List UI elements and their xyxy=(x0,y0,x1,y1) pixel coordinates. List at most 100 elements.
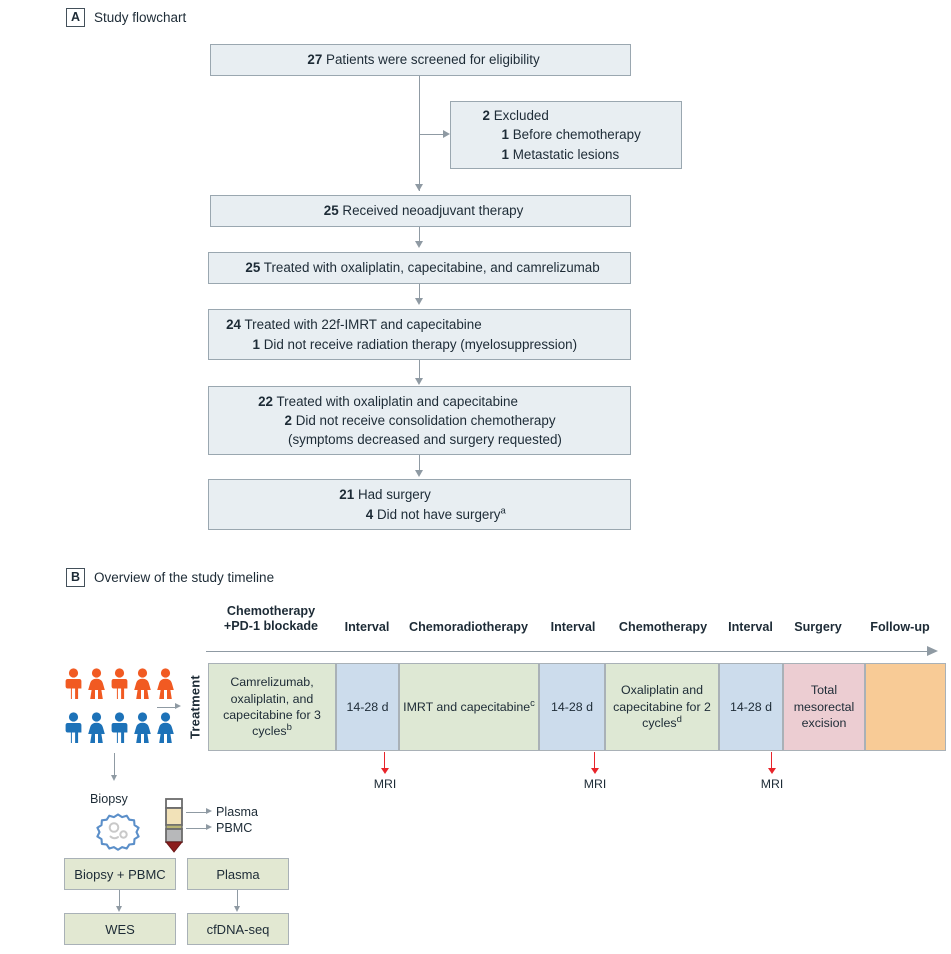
timeline-cell-induction: Camrelizumab, oxaliplatin, and capecitab… xyxy=(208,663,336,751)
timeline-cell-interval-2: 14-28 d xyxy=(539,663,605,751)
workflow-box-plasma: Plasma xyxy=(187,858,289,890)
connector-4-5 xyxy=(419,284,421,301)
flow-line: 2 Excluded xyxy=(473,106,549,125)
flow-text: Received neoadjuvant therapy xyxy=(342,203,524,219)
tube-output-plasma-label: Plasma xyxy=(216,805,258,819)
flow-count: 25 xyxy=(323,203,339,219)
phase-header-line2: Interval xyxy=(728,620,773,634)
timeline-cell-interval-3: 14-28 d xyxy=(719,663,783,751)
timeline-cell-followup xyxy=(865,663,946,751)
phase-header-line2: +PD-1 blockade xyxy=(223,619,319,634)
flow-text: Had surgery xyxy=(357,487,431,503)
phase-header-interval-3: Interval xyxy=(719,620,782,635)
phase-header-interval-1: Interval xyxy=(336,620,398,635)
mri-marker-arrow-3-icon xyxy=(768,768,776,774)
flow-count: 4 xyxy=(365,506,374,522)
flow-line: 21 Had surgery xyxy=(333,485,506,504)
phase-header-chemotherapy: Chemotherapy xyxy=(606,620,720,635)
timeline-cell-text: 14-28 d xyxy=(550,699,594,714)
mri-marker-line-3 xyxy=(771,752,773,771)
timeline-cell-text: IMRT and capecitabine xyxy=(403,699,531,714)
timeline-axis xyxy=(206,651,928,653)
timeline-cell-consolidation: Oxaliplatin and capecitabine for 2 cycle… xyxy=(605,663,719,751)
phase-header-line2: Interval xyxy=(344,620,390,634)
connector-to-excluded xyxy=(419,134,446,136)
flow-text: Before chemotherapy xyxy=(512,127,641,143)
flow-box-excluded: 2 Excluded 1 Before chemotherapy 1 Metas… xyxy=(450,101,682,169)
phase-header-follow-up: Follow-up xyxy=(854,620,946,635)
timeline-cell-text: 14-28 d xyxy=(346,699,389,714)
flow-text: Patients were screened for eligibility xyxy=(326,52,540,68)
mri-marker-arrow-1-icon xyxy=(381,768,389,774)
flow-count: 24 xyxy=(226,317,241,333)
flow-line: 22 Treated with oxaliplatin and capecita… xyxy=(252,392,518,411)
footnote-marker: c xyxy=(530,697,535,709)
flow-box-chemoradiation: 24 Treated with 22f-IMRT and capecitabin… xyxy=(208,309,631,360)
flow-count: 27 xyxy=(307,52,323,68)
flow-count: 25 xyxy=(245,260,261,276)
footnote-marker: b xyxy=(286,722,292,734)
arrow-biopsy-to-wes-head-icon xyxy=(116,906,122,912)
mri-marker-arrow-2-icon xyxy=(591,768,599,774)
workflow-box-cfdna-seq: cfDNA-seq xyxy=(187,913,289,945)
connector-6-7 xyxy=(419,455,421,473)
biopsy-label: Biopsy xyxy=(90,792,128,806)
phase-header-line2: Chemotherapy xyxy=(618,620,708,634)
flow-line: (symptoms decreased and surgery requeste… xyxy=(252,430,562,449)
flow-text: Did not have surgery xyxy=(376,506,501,522)
arrow-tube-pbmc-head-icon xyxy=(206,824,212,830)
arrow-people-to-biopsy-line xyxy=(114,753,116,777)
footnote-marker: a xyxy=(500,505,506,517)
flow-text: Did not receive radiation therapy (myelo… xyxy=(263,336,578,352)
arrow-biopsy-to-wes-line xyxy=(119,890,121,908)
tube-output-pbmc-label: PBMC xyxy=(216,821,253,835)
timeline-cell-text: 14-28 d xyxy=(729,699,773,714)
flow-box-screened: 27 Patients were screened for eligibilit… xyxy=(210,44,631,76)
flow-text: Did not receive consolidation chemothera… xyxy=(295,412,556,428)
timeline-axis-arrow-icon xyxy=(927,646,938,656)
workflow-box-wes: WES xyxy=(64,913,176,945)
flow-count: 1 xyxy=(501,146,509,162)
footnote-marker: d xyxy=(676,714,682,726)
phase-header-chemo-pd1: Chemotherapy +PD-1 blockade xyxy=(206,604,336,635)
mri-marker-label-3: MRI xyxy=(760,777,784,791)
connector-arrow-4-5 xyxy=(415,298,423,305)
flow-box-consolidation: 22 Treated with oxaliplatin and capecita… xyxy=(208,386,631,455)
flow-line: 1 Metastatic lesions xyxy=(473,145,620,164)
arrow-plasma-to-cfdna-line xyxy=(237,890,239,908)
panel-b-letter: B xyxy=(66,568,85,587)
flow-text: (symptoms decreased and surgery requeste… xyxy=(288,432,562,448)
connector-screened-trunk xyxy=(419,76,421,191)
flow-text: Treated with oxaliplatin, capecitabine, … xyxy=(263,260,600,276)
flow-text: Treated with 22f-IMRT and capecitabine xyxy=(244,317,482,333)
timeline-cell-surgery: Total mesorectal excision xyxy=(783,663,865,751)
panel-b-header: B Overview of the study timeline xyxy=(66,568,274,587)
patient-group-orange xyxy=(63,668,176,699)
flow-text: Treated with oxaliplatin and capecitabin… xyxy=(276,393,518,409)
arrow-people-to-biopsy-head-icon xyxy=(111,775,117,781)
phase-header-interval-2: Interval xyxy=(541,620,605,635)
flow-line: 24 Treated with 22f-IMRT and capecitabin… xyxy=(220,315,482,334)
workflow-box-biopsy-pbmc: Biopsy + PBMC xyxy=(64,858,176,890)
panel-a-letter: A xyxy=(66,8,85,27)
phase-header-surgery: Surgery xyxy=(783,620,853,635)
arrow-tube-plasma-line xyxy=(186,812,207,814)
phase-header-line2: Surgery xyxy=(794,620,842,634)
blood-collection-tube-icon xyxy=(164,798,184,853)
panel-a-title: Study flowchart xyxy=(94,10,187,25)
phase-header-line2: Follow-up xyxy=(870,620,930,634)
timeline-cell-text: Oxaliplatin and capecitabine for 2 cycle… xyxy=(613,683,711,731)
flow-line: 1 Before chemotherapy xyxy=(473,125,641,144)
connector-3-4 xyxy=(419,227,421,244)
flow-box-surgery: 21 Had surgery 4 Did not have surgerya xyxy=(208,479,631,530)
flow-text: Metastatic lesions xyxy=(512,146,620,162)
mri-marker-line-1 xyxy=(384,752,386,771)
flow-count: 1 xyxy=(501,127,509,143)
arrow-people-to-treatment-line xyxy=(157,707,176,709)
flow-count: 21 xyxy=(339,487,355,503)
arrow-tube-pbmc-line xyxy=(186,828,207,830)
flow-line: 4 Did not have surgerya xyxy=(333,505,506,524)
person-female-icon xyxy=(157,668,174,699)
flow-count: 1 xyxy=(252,336,260,352)
flow-line: 25 Treated with oxaliplatin, capecitabin… xyxy=(239,258,599,277)
